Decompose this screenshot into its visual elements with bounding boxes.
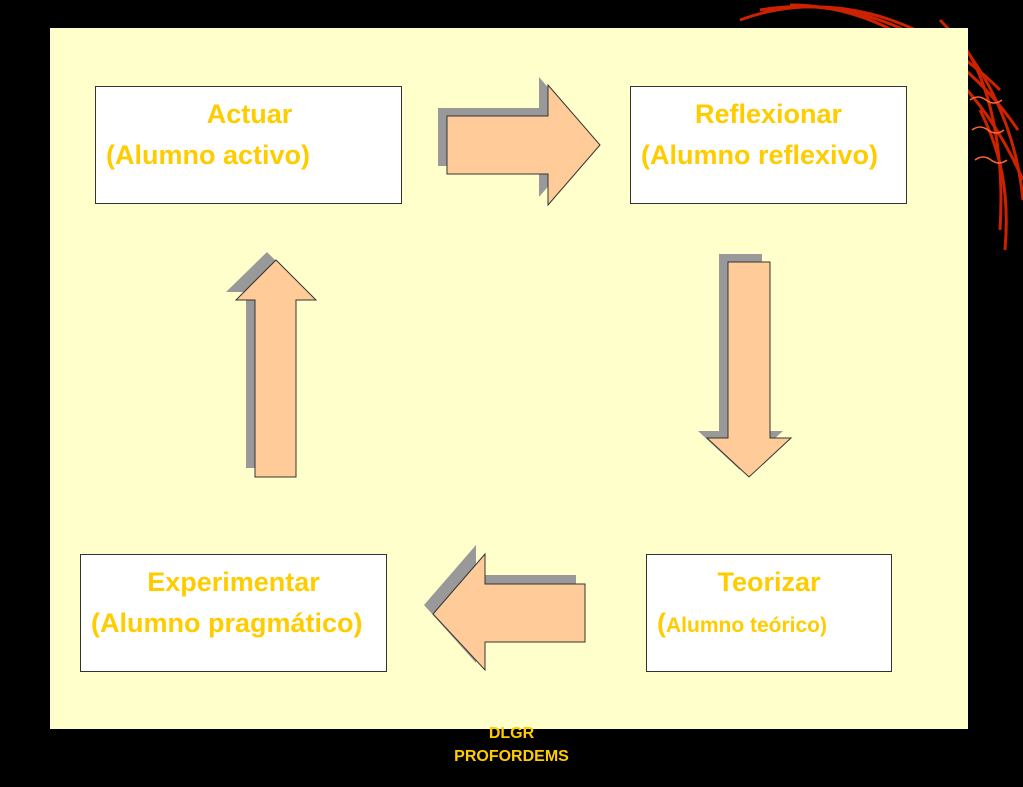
node-reflexionar: Reflexionar (Alumno reflexivo) (630, 86, 907, 204)
node-reflexionar-title: Reflexionar (694, 99, 843, 129)
footer-program: PROFORDEMS (454, 748, 569, 765)
node-teorizar-title: Teorizar (717, 567, 821, 597)
node-reflexionar-subtitle: (Alumno reflexivo) (641, 140, 879, 170)
arrow-right-actuar-to-reflexionar (438, 77, 601, 207)
arrow-up-experimentar-to-actuar (226, 252, 318, 478)
node-teorizar-subtitle-text: Alumno teórico) (666, 614, 827, 637)
node-experimentar-subtitle: (Alumno pragmático) (91, 608, 363, 638)
footer-author: DLGR (488, 725, 535, 742)
node-teorizar-subtitle-paren: ( (657, 608, 666, 638)
node-actuar-subtitle: (Alumno activo) (106, 140, 311, 170)
node-teorizar-subtitle: (Alumno teórico) (657, 607, 827, 642)
arrow-left-teorizar-to-experimentar (424, 545, 586, 672)
node-teorizar: Teorizar (Alumno teórico) (646, 554, 892, 672)
arrow-down-reflexionar-to-teorizar (698, 254, 793, 478)
node-experimentar-title: Experimentar (147, 567, 320, 597)
node-actuar-title: Actuar (206, 99, 293, 129)
node-experimentar: Experimentar (Alumno pragmático) (80, 554, 387, 672)
node-actuar: Actuar (Alumno activo) (95, 86, 402, 204)
